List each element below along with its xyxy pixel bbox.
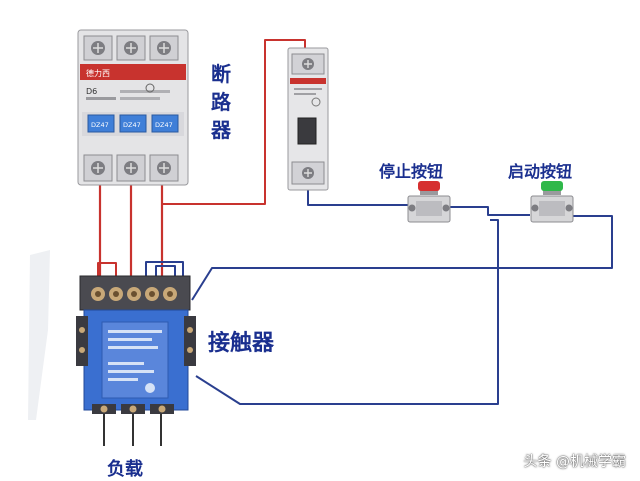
- stop-button[interactable]: [407, 181, 451, 223]
- breaker-handle-3[interactable]: [151, 114, 179, 133]
- start-button-label: 启动按钮: [508, 162, 573, 181]
- single-pole-breaker: [287, 47, 329, 191]
- breaker-pole-1-label: DZ47: [91, 121, 109, 129]
- breaker-handle-2[interactable]: [119, 114, 147, 133]
- breaker-brand: 德力西: [86, 68, 110, 78]
- breaker-pole-3-label: DZ47: [155, 121, 173, 129]
- stop-button-label: 停止按钮: [379, 162, 444, 181]
- watermark: 头条 @机械学霸: [523, 454, 626, 470]
- breaker-brand-band: [80, 64, 186, 80]
- wire-start-to-coil: [191, 215, 613, 301]
- breaker-rating: D6: [86, 87, 97, 96]
- load-label: 负载: [107, 459, 143, 480]
- wire-self-hold: [195, 219, 499, 405]
- contactor-label: 接触器: [208, 331, 275, 356]
- breaker-pole-2-label: DZ47: [123, 121, 141, 129]
- breaker-label: 断路器: [211, 62, 231, 142]
- contactor: [76, 275, 196, 414]
- start-button-cap[interactable]: [541, 181, 563, 191]
- background-shadow: [28, 250, 50, 420]
- three-pole-breaker: 德力西 D6 DZ47 DZ47 DZ47: [77, 29, 189, 186]
- contactor-top-terminals: [91, 287, 177, 301]
- wire-control-red: [162, 39, 306, 205]
- wire-to-stop: [307, 190, 410, 206]
- breaker-bottom-terminals: [83, 154, 179, 182]
- start-button[interactable]: [530, 181, 574, 223]
- contactor-bottom-terminals: [92, 404, 174, 414]
- breaker-top-terminals: [83, 35, 179, 61]
- single-breaker-handle[interactable]: [297, 117, 317, 145]
- breaker-handle-1[interactable]: [87, 114, 115, 133]
- stop-button-cap[interactable]: [418, 181, 440, 191]
- wire-stop-to-start: [448, 206, 530, 216]
